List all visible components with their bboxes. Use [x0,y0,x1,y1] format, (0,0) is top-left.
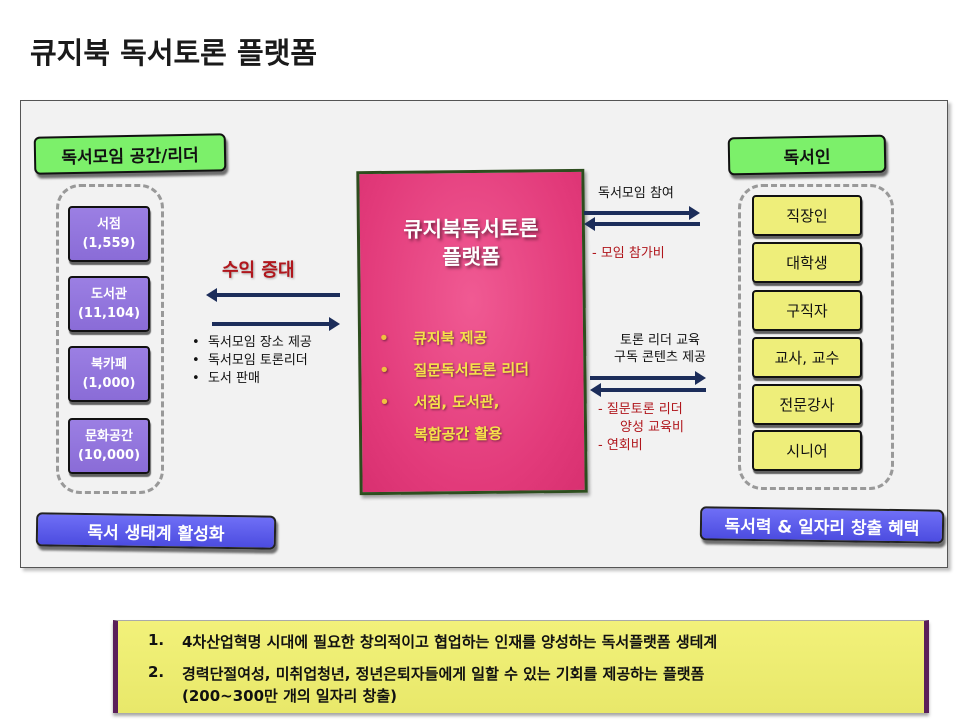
reader-box: 교사, 교수 [752,337,862,378]
arrow-right-participation [584,206,700,220]
platform-feature-item: 복합공간 활용 [413,424,503,444]
venue-name: 문화공간 [85,429,133,444]
revenue-label: 수익 증대 [222,260,295,281]
platform-feature-item: •큐지북 제공 [378,328,488,348]
platform-title: 큐지북독서토론 플랫폼 [403,216,539,270]
platform-panel: 큐지북독서토론 플랫폼 •큐지북 제공 •질문독서토론 리더 •서점, 도서관,… [356,168,588,496]
flow2-labels: 토론 리더 교육 구독 콘텐츠 제공 [614,333,706,365]
venue-name: 도서관 [91,287,127,302]
arrow-left-revenue [206,288,340,302]
right-footer-label: 독서력 & 일자리 창출 혜택 [724,516,920,539]
left-footer-label: 독서 생태계 활성화 [87,522,225,545]
left-group-dashed-border [56,184,164,494]
venue-box-library: 도서관 (11,104) [68,276,150,332]
flow2-fees: - 질문토론 리더 양성 교육비 - 연회비 [598,402,684,453]
reader-box: 시니어 [752,430,862,471]
venue-box-bookcafe: 북카페 (1,000) [68,346,150,402]
platform-feature-item: •질문독서토론 리더 [379,359,530,380]
venue-name: 북카페 [91,357,127,372]
venue-count: (1,000) [82,376,136,391]
summary-item: 1.4차산업혁명 시대에 필요한 창의적이고 협업하는 인재를 양성하는 독서플… [148,631,718,651]
right-header-tag: 독서인 [727,134,887,176]
right-group-dashed-border [738,184,894,490]
venue-count: (10,000) [77,448,141,463]
arrow-right-education [590,371,706,385]
venue-box-culture-space: 문화공간 (10,000) [68,418,150,474]
reader-box: 대학생 [752,242,862,283]
reader-box: 직장인 [752,195,862,236]
venue-name: 서점 [97,217,121,232]
left-header-tag: 독서모임 공간/리더 [33,133,227,175]
left-benefit-item: • 독서모임 토론리더 [192,353,308,368]
summary-item: (200~300만 개의 일자리 창출) [182,687,397,705]
venue-count: (1,559) [82,236,136,251]
left-benefit-list: • 독서모임 장소 제공 • 독서모임 토론리더 • 도서 판매 [192,334,312,388]
flow1-label: 독서모임 참여 [598,186,674,201]
right-footer-tag: 독서력 & 일자리 창출 혜택 [699,506,945,544]
left-footer-tag: 독서 생태계 활성화 [35,512,277,550]
flow1-fee: - 모임 참가비 [592,246,665,261]
platform-feature-list: •큐지북 제공 •질문독서토론 리더 •서점, 도서관, 복합공간 활용 [379,320,530,450]
left-benefit-item: • 독서모임 장소 제공 [192,335,312,350]
arrow-left-education-fee [590,383,706,397]
page-title: 큐지북 독서토론 플랫폼 [30,36,317,70]
summary-banner: 1.4차산업혁명 시대에 필요한 창의적이고 협업하는 인재를 양성하는 독서플… [113,620,929,713]
reader-box: 전문강사 [752,384,862,425]
arrow-right-services [212,317,340,331]
platform-feature-item: •서점, 도서관, [379,392,500,412]
left-header-label: 독서모임 공간/리더 [61,145,199,168]
venue-box-bookstore: 서점 (1,559) [68,206,150,262]
venue-count: (11,104) [77,306,141,321]
summary-item: 2.경력단절여성, 미취업청년, 정년은퇴자들에게 일할 수 있는 기회를 제공… [148,663,705,683]
arrow-left-fee [584,217,700,231]
right-header-label: 독서인 [783,147,831,168]
left-benefit-item: • 도서 판매 [192,371,260,386]
reader-box: 구직자 [752,290,862,331]
